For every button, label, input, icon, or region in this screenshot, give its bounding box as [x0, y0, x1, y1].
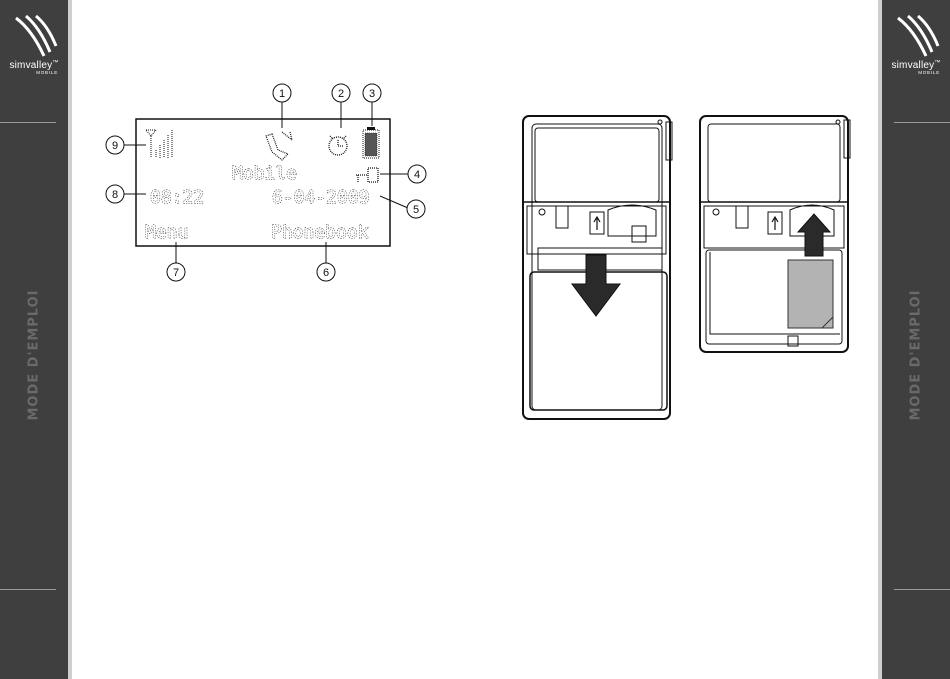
softkey-menu: Menu [145, 222, 188, 243]
svg-text:1: 1 [279, 88, 285, 100]
callout-6: 6 [317, 263, 335, 281]
svg-text:6: 6 [323, 267, 329, 279]
callout-2: 2 [332, 84, 350, 102]
date: 6-04-2009 [272, 187, 370, 208]
svg-text:2: 2 [338, 88, 344, 100]
phone-back-sim-insertion [700, 116, 850, 352]
clock-time: 08:22 [150, 187, 204, 208]
phone-back-cover-removal [523, 116, 672, 419]
svg-text:4: 4 [414, 169, 420, 181]
svg-text:7: 7 [173, 267, 179, 279]
operator-name: Mobile [232, 163, 297, 184]
callout-5: 5 [407, 200, 425, 218]
svg-text:5: 5 [413, 204, 419, 216]
battery-icon [363, 127, 379, 158]
callout-4: 4 [408, 165, 426, 183]
callout-8: 8 [106, 185, 124, 203]
callout-9: 9 [106, 136, 124, 154]
callout-7: 7 [167, 263, 185, 281]
softkey-phonebook: Phonebook [271, 222, 369, 243]
callout-3: 3 [363, 84, 381, 102]
svg-text:9: 9 [112, 140, 118, 152]
callout-1: 1 [273, 84, 291, 102]
lcd-display-diagram: Mobile 08:22 6-04-2009 Menu Phonebook [106, 84, 426, 281]
svg-text:3: 3 [369, 88, 375, 100]
svg-text:8: 8 [112, 189, 118, 201]
